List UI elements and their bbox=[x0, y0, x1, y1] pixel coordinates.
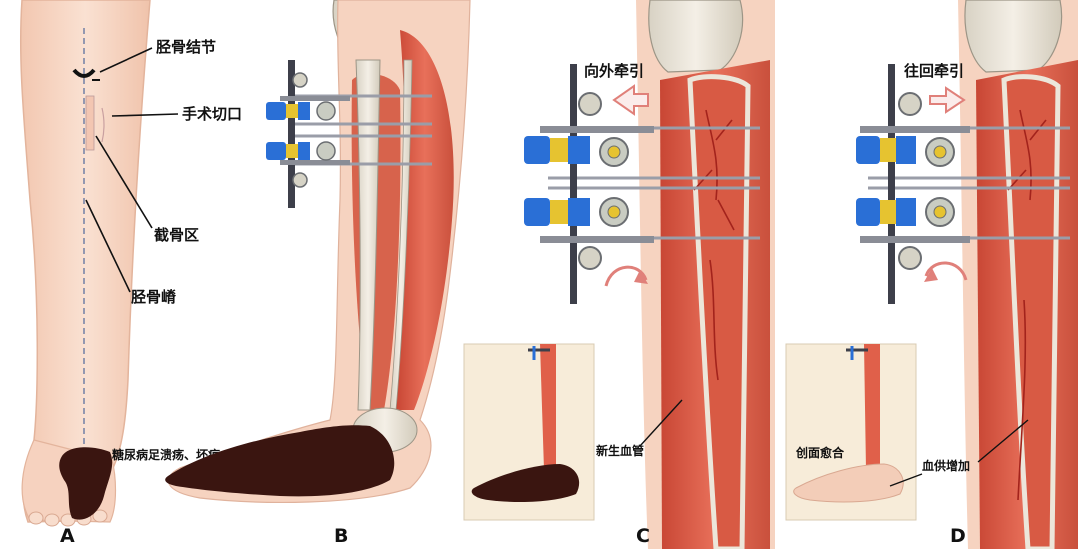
clamp-blue-b2 bbox=[266, 142, 286, 160]
label-incision: 手术切口 bbox=[182, 105, 242, 123]
external-fixator-b bbox=[266, 60, 350, 208]
label-inward-traction: 往回牵引 bbox=[904, 62, 964, 80]
ulcer-a bbox=[59, 447, 113, 520]
ulcer-inset-c bbox=[471, 464, 580, 502]
inward-arrow bbox=[929, 86, 966, 114]
inset-c bbox=[463, 343, 595, 521]
label-osteotomy: 截骨区 bbox=[154, 226, 199, 244]
toes-a bbox=[28, 509, 108, 527]
label-new-vessels: 新生血管 bbox=[596, 443, 644, 458]
knee-bone-d bbox=[964, 0, 1063, 73]
label-ulcer: 糖尿病足溃疡、坏疽 bbox=[112, 447, 220, 462]
knee-bone-c bbox=[648, 0, 744, 73]
clamp-blue-b1 bbox=[266, 102, 286, 120]
label-blood-supply: 血供增加 bbox=[922, 458, 970, 473]
label-wound-healed: 创面愈合 bbox=[795, 445, 845, 460]
panel-letter-b: B bbox=[334, 525, 348, 547]
rotate-arrow-d bbox=[924, 261, 968, 281]
label-outward-traction: 向外牵引 bbox=[584, 62, 644, 80]
panel-c: 向外牵引 新生血管 C bbox=[463, 0, 775, 549]
tibial-tuberosity-mark bbox=[72, 68, 96, 78]
healed-foot-d bbox=[793, 463, 904, 503]
rotate-arrow-c bbox=[604, 265, 648, 287]
panel-letter-d: D bbox=[950, 525, 966, 547]
new-vessels-c bbox=[693, 109, 735, 381]
panel-b: B bbox=[165, 0, 471, 547]
label-tibial-tuberosity: 胫骨结节 bbox=[156, 38, 216, 56]
inset-d bbox=[785, 343, 917, 521]
panel-letter-a: A bbox=[60, 525, 75, 547]
ulcer-b bbox=[165, 425, 395, 497]
external-fixator-c bbox=[524, 64, 654, 304]
panel-letter-c: C bbox=[636, 525, 650, 547]
label-tibial-crest: 胫骨嵴 bbox=[131, 288, 177, 306]
outward-arrow bbox=[612, 84, 649, 116]
external-fixator-d bbox=[856, 64, 970, 304]
clamp-knob-b1 bbox=[316, 101, 336, 121]
surgical-incision bbox=[85, 95, 95, 151]
panel-d: 往回牵引 创面愈合 血供增加 D bbox=[785, 0, 1078, 549]
panel-a: 胫骨结节 手术切口 截骨区 胫骨嵴 糖尿病足溃疡、坏疽 A bbox=[19, 0, 242, 547]
clamp-knob-b2 bbox=[316, 141, 336, 161]
